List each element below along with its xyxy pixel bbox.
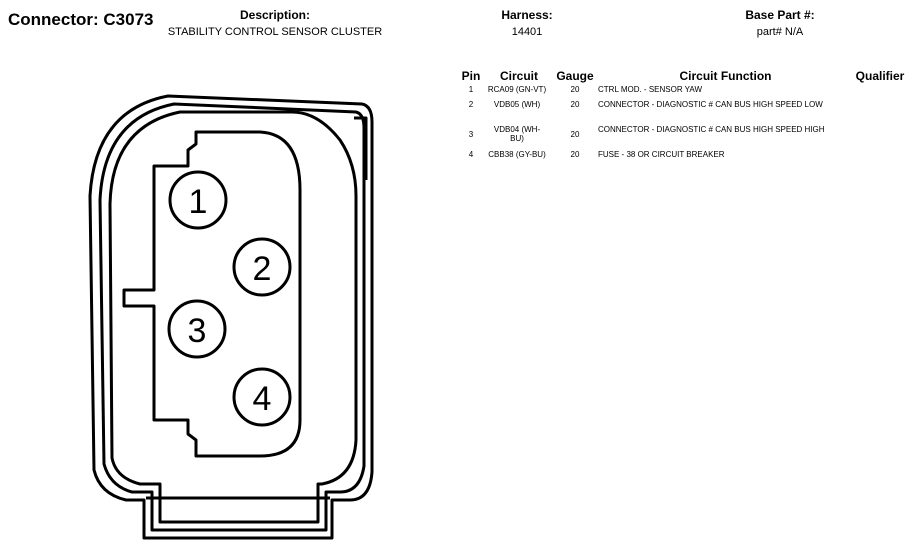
harness-value: 14401 (511, 26, 543, 38)
pin-4-label: 4 (253, 380, 272, 418)
base-part-label: Base Part #: (745, 8, 815, 22)
pin-number: 3 (468, 130, 474, 139)
description-label: Description: (239, 8, 310, 22)
connector-housing (88, 94, 374, 540)
wire-gauge: 20 (570, 150, 580, 159)
pin-number: 1 (468, 85, 474, 94)
wire-gauge: 20 (570, 85, 580, 94)
wire-gauge: 20 (570, 100, 580, 109)
circuit-function: FUSE - 38 OR CIRCUIT BREAKER (598, 150, 725, 159)
circuit-code: VDB04 (WH-BU) (493, 125, 541, 143)
column-header-circuit: Circuit (499, 69, 538, 83)
pin-2-cavity (232, 237, 292, 297)
pin-3-label: 3 (188, 312, 207, 350)
column-header-qualifier: Qualifier (855, 69, 905, 83)
circuit-function: CONNECTOR - DIAGNOSTIC # CAN BUS HIGH SP… (598, 100, 823, 109)
pin-number: 4 (468, 150, 474, 159)
pin-2-label: 2 (253, 250, 272, 288)
circuit-function: CTRL MOD. - SENSOR YAW (598, 85, 703, 94)
column-header-gauge: Gauge (556, 69, 594, 83)
base-part-value: part# N/A (756, 26, 804, 38)
wire-gauge: 20 (570, 130, 580, 139)
circuit-code: CBB38 (GY-BU) (488, 150, 546, 159)
pin-number: 2 (468, 100, 474, 109)
harness-label: Harness: (501, 8, 553, 22)
pin-1-cavity (168, 170, 228, 230)
pin-4-cavity (232, 367, 292, 427)
description-value: STABILITY CONTROL SENSOR CLUSTER (167, 26, 383, 38)
pin-1-label: 1 (189, 183, 208, 221)
column-header-function: Circuit Function (679, 69, 772, 83)
connector-title: Connector: C3073 (8, 10, 154, 29)
circuit-code: VDB05 (WH) (493, 100, 541, 109)
circuit-code: RCA09 (GN-VT) (487, 85, 547, 94)
column-header-pin: Pin (461, 69, 481, 83)
pin-cavities: 1 2 3 4 (167, 170, 292, 427)
circuit-function: CONNECTOR - DIAGNOSTIC # CAN BUS HIGH SP… (598, 125, 825, 134)
pin-3-cavity (167, 299, 227, 359)
